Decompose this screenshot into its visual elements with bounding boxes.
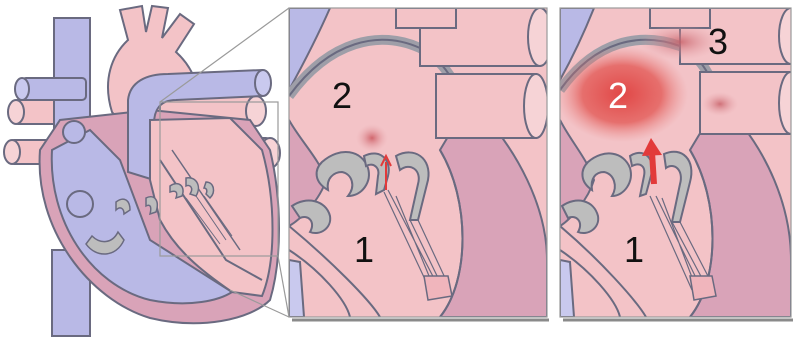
label-ventricle-open: 1 bbox=[624, 229, 644, 270]
label-atrium: 2 bbox=[332, 75, 352, 116]
flow-arrow-large bbox=[652, 152, 654, 184]
label-ventricle: 1 bbox=[354, 229, 374, 270]
label-atrium-open: 2 bbox=[608, 75, 628, 116]
zoom-panel-open: 2 1 3 bbox=[556, 8, 797, 317]
label-vessel: 3 bbox=[708, 21, 728, 62]
blood-spot-small bbox=[356, 124, 388, 152]
zoom-panel-closed: 2 1 bbox=[289, 8, 552, 317]
full-heart bbox=[4, 6, 280, 336]
